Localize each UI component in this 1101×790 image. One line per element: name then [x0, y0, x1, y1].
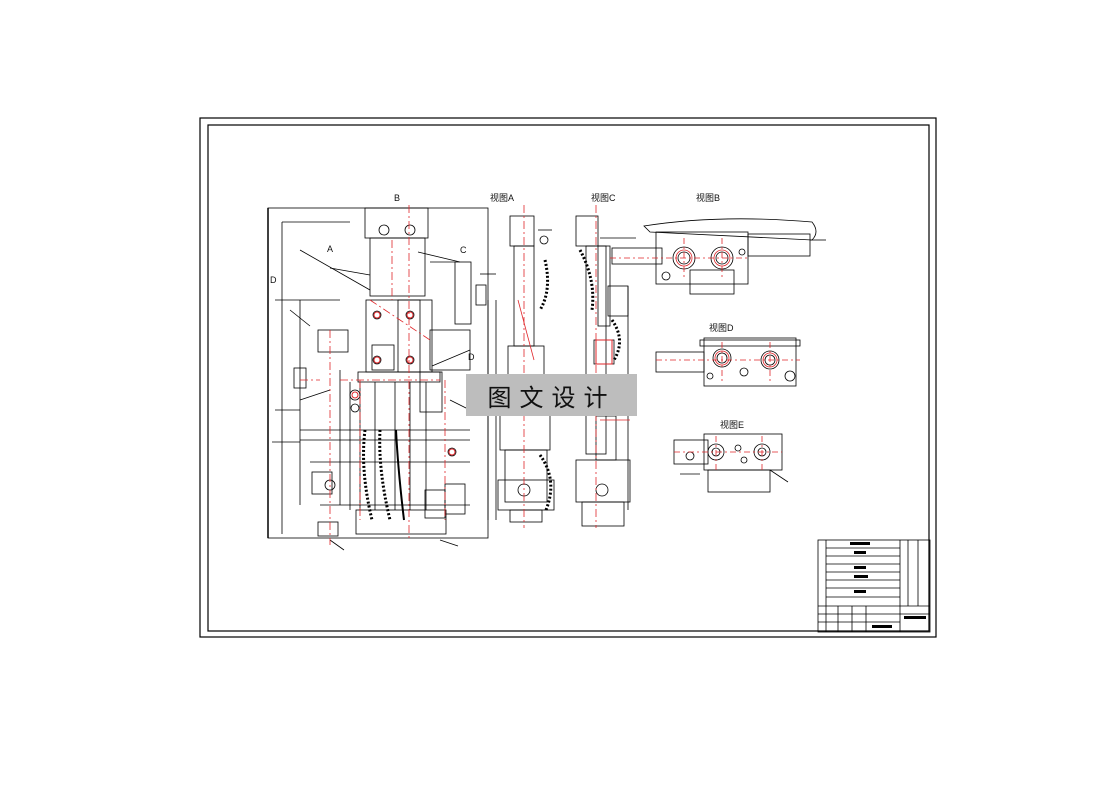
- title-block-fill-marks: [850, 542, 926, 628]
- main-centerlines: [300, 205, 446, 545]
- arrow-c-label: C: [460, 245, 467, 255]
- view-e-centerlines: [674, 436, 782, 470]
- arrow-d-right-label: D: [468, 352, 475, 362]
- arrow-d-left-label: D: [270, 275, 277, 285]
- view-d-centerlines: [656, 342, 800, 382]
- view-c-drawing: [575, 215, 636, 527]
- view-c-red-part: [595, 339, 613, 365]
- watermark-banner: 图文设计: [466, 374, 637, 416]
- view-b-centerlines: [610, 238, 750, 280]
- view-a-title: 视图A: [490, 193, 515, 203]
- view-b-title: 视图B: [696, 193, 721, 203]
- main-assembly-view: [267, 207, 496, 551]
- view-d-title: 视图D: [709, 323, 734, 333]
- view-e-title: 视图E: [720, 420, 745, 430]
- arrow-a-label: A: [327, 244, 334, 254]
- view-e-drawing: [673, 433, 789, 493]
- view-c-title: 视图C: [591, 193, 616, 203]
- main-red-marks: [351, 311, 456, 456]
- title-block: [817, 539, 931, 633]
- view-a-drawing: [487, 215, 555, 523]
- inner-border: [207, 124, 930, 632]
- view-b-drawing: [611, 218, 826, 295]
- arrow-b-label: B: [394, 193, 401, 203]
- outer-border: [199, 117, 937, 638]
- view-a-centerline-2: [517, 299, 535, 361]
